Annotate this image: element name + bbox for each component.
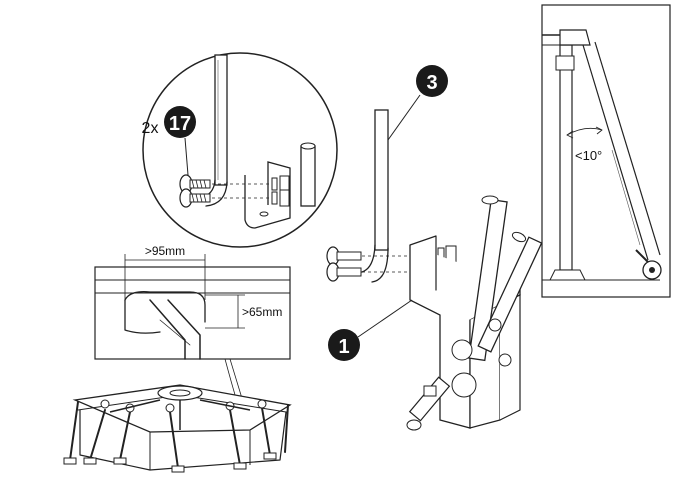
callout-3-label: 3 — [426, 72, 437, 94]
angle-label: <10° — [575, 148, 602, 163]
angle-panel: <10° — [541, 4, 671, 298]
callout-17-label: 17 — [169, 113, 191, 135]
pool-frame — [63, 384, 292, 473]
badge-17 — [164, 106, 196, 138]
quantity-label: 2x — [142, 120, 159, 137]
height-dimension-label: >65mm — [242, 305, 282, 319]
width-dimension-label: >95mm — [145, 244, 185, 258]
bracket-icon — [244, 161, 291, 229]
pole-icon — [199, 54, 228, 207]
bolt-icon — [179, 174, 211, 208]
dimension-detail: >95mm >65mm — [94, 244, 291, 406]
center-assembly — [326, 109, 543, 431]
badge-3 — [416, 65, 448, 97]
detail-circle: 17 2x — [142, 52, 338, 248]
badge-1 — [328, 329, 360, 361]
nut-icon — [271, 175, 290, 207]
callout-1-label: 1 — [338, 336, 349, 358]
